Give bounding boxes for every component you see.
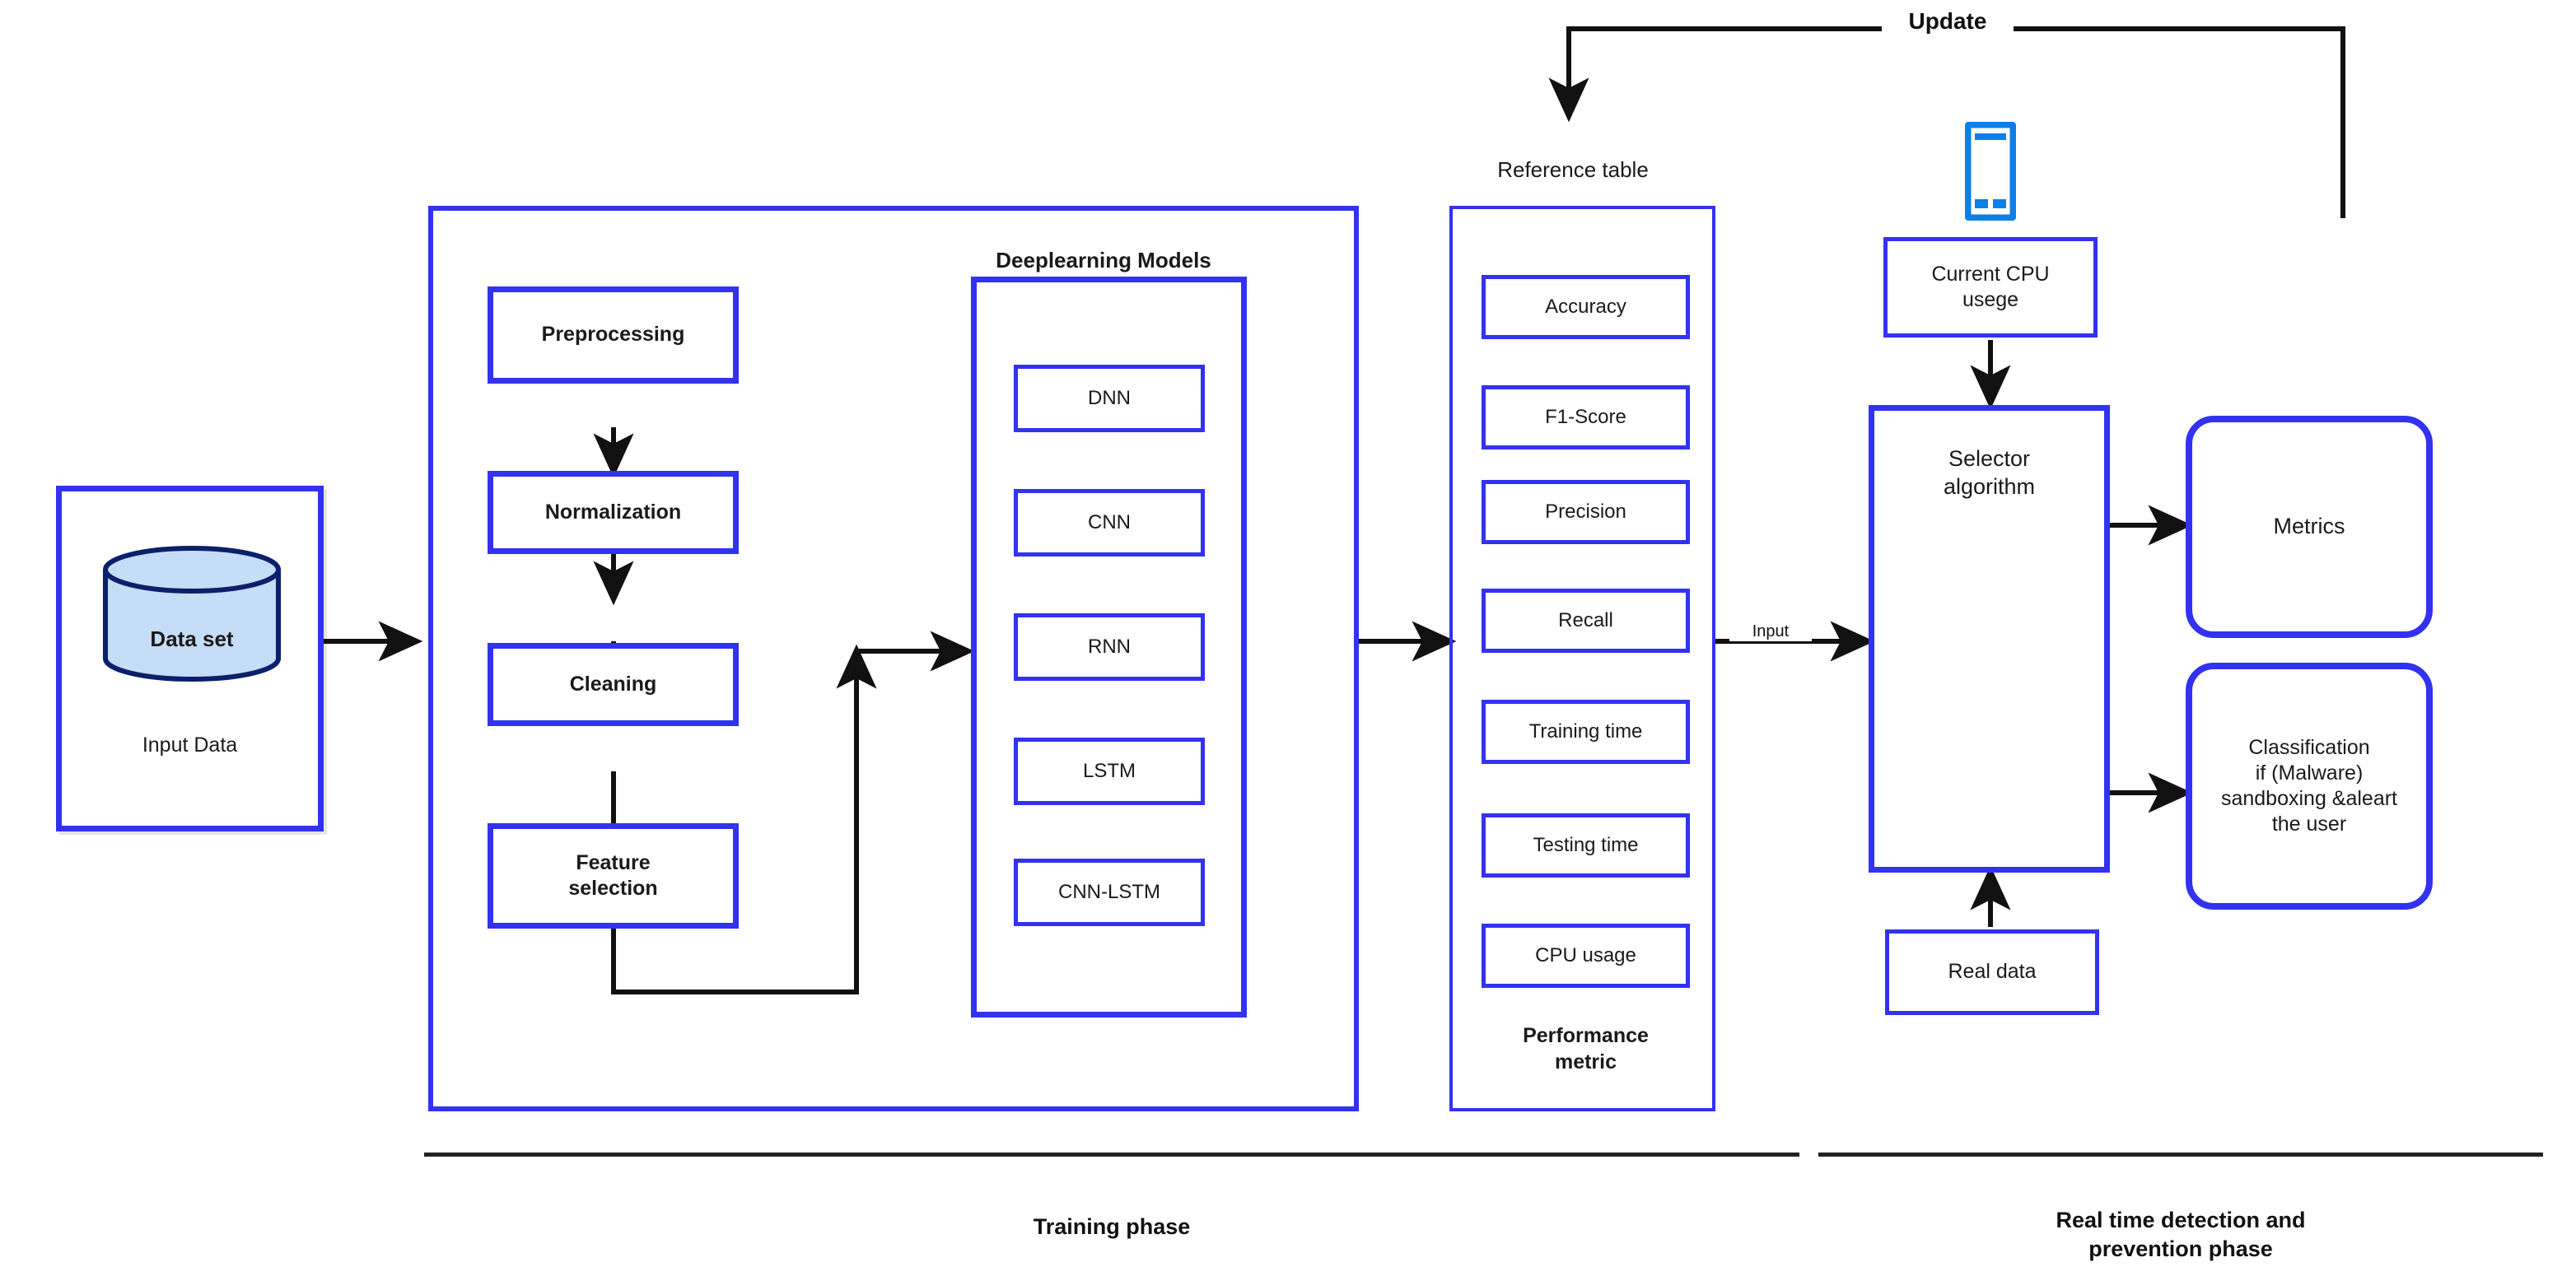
selector-algorithm-box[interactable]: Selector algorithm: [1869, 405, 2110, 873]
metric-training-time[interactable]: Training time: [1482, 700, 1690, 764]
step-cleaning[interactable]: Cleaning: [488, 643, 739, 726]
deeplearning-models-caption: Deeplearning Models: [996, 248, 1211, 272]
model-rnn[interactable]: RNN: [1014, 613, 1205, 681]
reference-table-container: [1449, 206, 1715, 1111]
metric-f1-score[interactable]: F1-Score: [1482, 385, 1690, 449]
training-phase-title: Training phase: [1033, 1214, 1191, 1240]
mobile-phone-icon: [1965, 122, 2016, 221]
model-lstm[interactable]: LSTM: [1014, 738, 1205, 805]
model-cnn[interactable]: CNN: [1014, 489, 1205, 557]
training-phase-container: [428, 206, 1359, 1111]
realtime-phase-rule: [1818, 1153, 2543, 1157]
dataset-label: Data set: [150, 626, 234, 651]
classification-box[interactable]: Classification if (Malware) sandboxing &…: [2186, 663, 2433, 910]
metric-accuracy[interactable]: Accuracy: [1482, 275, 1690, 339]
metric-cpu-usage[interactable]: CPU usage: [1482, 924, 1690, 988]
input-data-panel: [56, 486, 324, 831]
reference-table-caption: Reference table: [1497, 157, 1649, 182]
training-phase-rule: [424, 1153, 1799, 1157]
real-data-box[interactable]: Real data: [1885, 929, 2099, 1015]
step-feature-selection[interactable]: Feature selection: [488, 823, 739, 929]
deeplearning-models-container: [971, 277, 1247, 1018]
database-cylinder-icon: [103, 546, 281, 682]
performance-metric-caption: Performance metric: [1523, 1024, 1649, 1073]
update-edge-label: Update: [1882, 8, 2014, 35]
input-data-caption: Input Data: [142, 733, 238, 757]
model-cnn-lstm[interactable]: CNN-LSTM: [1014, 859, 1205, 926]
model-dnn[interactable]: DNN: [1014, 365, 1205, 432]
metrics-box[interactable]: Metrics: [2186, 416, 2433, 638]
step-preprocessing[interactable]: Preprocessing: [488, 286, 739, 384]
input-edge-label: Input: [1729, 622, 1812, 641]
current-cpu-usage-box[interactable]: Current CPU usege: [1883, 237, 2098, 338]
metric-recall[interactable]: Recall: [1482, 589, 1690, 653]
metric-precision[interactable]: Precision: [1482, 480, 1690, 544]
realtime-phase-title: Real time detection and prevention phase: [2056, 1208, 2306, 1262]
step-normalization[interactable]: Normalization: [488, 471, 739, 554]
metric-testing-time[interactable]: Testing time: [1482, 813, 1690, 878]
